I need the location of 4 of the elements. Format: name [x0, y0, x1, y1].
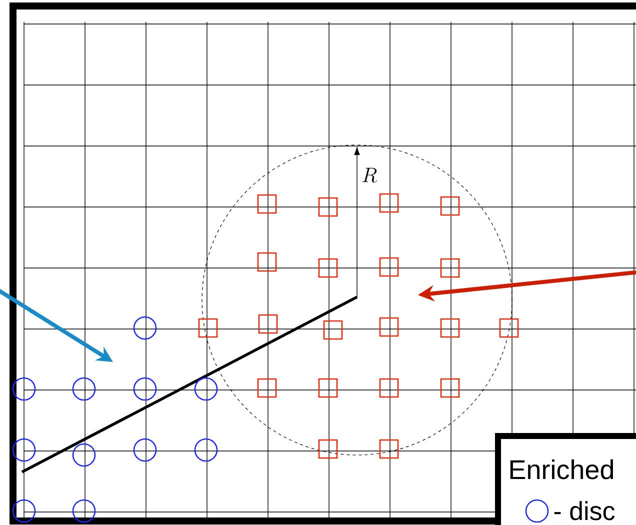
legend-title: Enriched — [510, 459, 614, 480]
radius-label: $R$ — [362, 168, 377, 183]
legend-box — [495, 433, 636, 525]
legend-text: - disc — [554, 501, 615, 520]
